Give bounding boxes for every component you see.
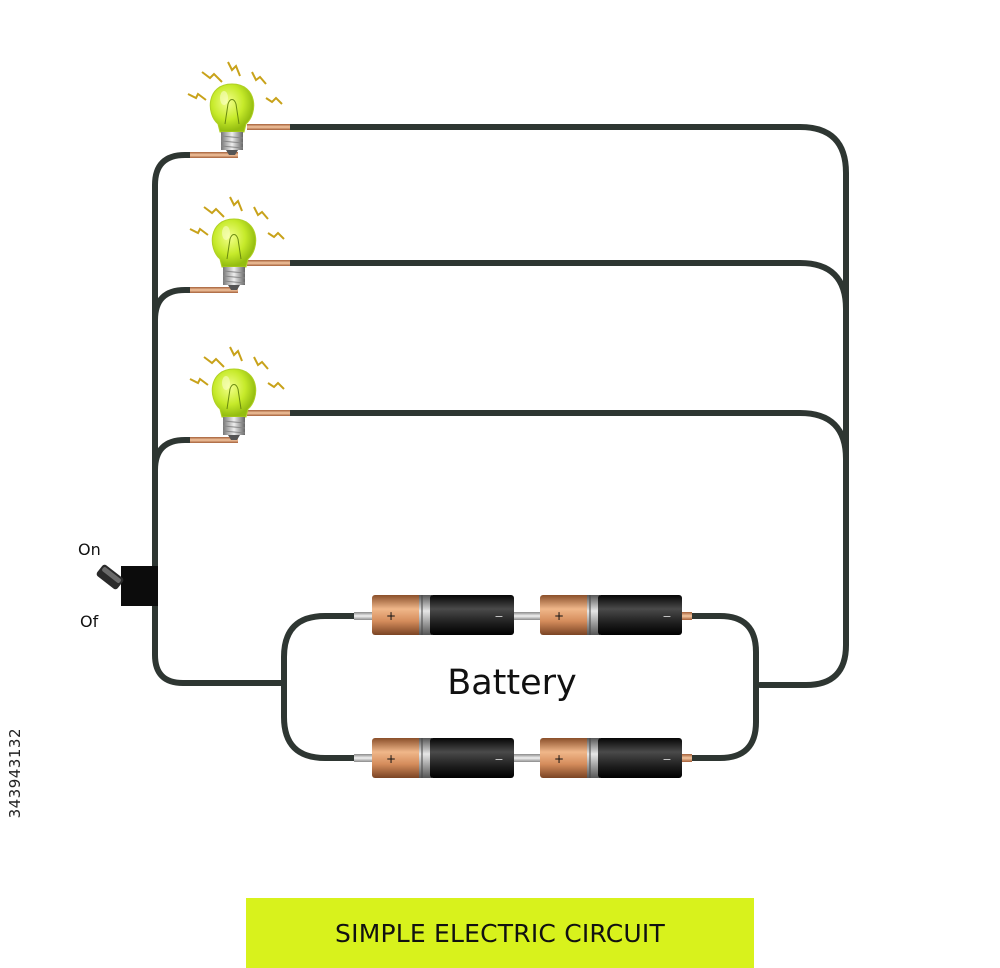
battery-connectors xyxy=(354,612,692,762)
wire-network xyxy=(152,124,849,761)
plus-sign: + xyxy=(554,609,564,623)
right-wire xyxy=(286,124,849,688)
diagram-title: SIMPLE ELECTRIC CIRCUIT xyxy=(335,918,665,948)
toggle-switch-icon[interactable] xyxy=(95,563,158,606)
battery-right-loop xyxy=(682,613,759,761)
minus-sign: − xyxy=(494,610,503,623)
minus-sign: − xyxy=(662,610,671,623)
light-bulb-icon xyxy=(189,196,285,291)
bulb-leads xyxy=(190,124,290,443)
left-wire-branch-3 xyxy=(152,437,193,473)
switch-off-label: Of xyxy=(80,612,99,631)
minus-sign: − xyxy=(494,753,503,766)
right-wire-branch-3 xyxy=(286,410,849,462)
light-bulb-icon xyxy=(187,61,283,156)
left-wire-branch-2 xyxy=(152,287,193,323)
plus-sign: + xyxy=(386,752,396,766)
switch-on-label: On xyxy=(78,540,101,559)
diagram-title-banner: SIMPLE ELECTRIC CIRCUIT xyxy=(246,898,754,968)
light-bulb-icon xyxy=(189,346,285,441)
minus-sign: − xyxy=(662,753,671,766)
stock-image-id: 343943132 xyxy=(6,728,24,819)
battery-label: Battery xyxy=(447,663,577,703)
plus-sign: + xyxy=(386,609,396,623)
left-wire xyxy=(152,152,287,686)
plus-sign: + xyxy=(554,752,564,766)
battery-left-loop xyxy=(281,613,373,761)
right-wire-branch-2 xyxy=(286,260,849,312)
